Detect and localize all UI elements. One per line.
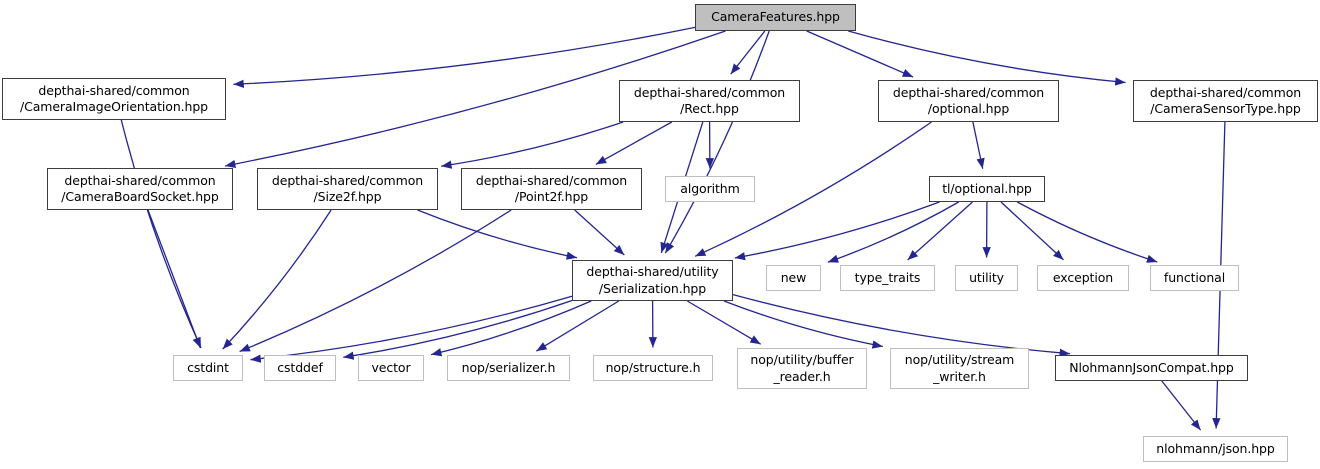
graph-node-vector[interactable]: vector — [358, 355, 424, 381]
graph-node-label: vector — [371, 359, 411, 375]
graph-node-rect[interactable]: depthai-shared/common /Rect.hpp — [619, 80, 800, 122]
graph-edge-serialization-to-nopBufferReader — [686, 300, 762, 345]
graph-edge-tlOptional-to-exception — [1000, 201, 1064, 261]
graph-edge-serialization-to-cstddef — [343, 299, 573, 360]
graph-node-nlohmannJsonCompat[interactable]: NlohmannJsonCompat.hpp — [1055, 355, 1248, 381]
graph-edge-serialization-to-nlohmannJsonCompat — [732, 293, 1071, 357]
graph-node-point2f[interactable]: depthai-shared/common /Point2f.hpp — [461, 168, 642, 210]
graph-edge-cameraFeatures-to-cameraImageOrientation — [233, 26, 696, 88]
graph-edge-tlOptional-to-serialization — [734, 201, 940, 261]
graph-node-cameraBoardSocket[interactable]: depthai-shared/common /CameraBoardSocket… — [47, 168, 233, 210]
graph-edge-cameraFeatures-to-cameraSensorType — [848, 30, 1126, 86]
graph-node-cstddef[interactable]: cstddef — [264, 355, 336, 381]
graph-node-label: depthai-shared/common /CameraSensorType.… — [1149, 84, 1302, 117]
graph-node-label: CameraFeatures.hpp — [711, 9, 840, 25]
graph-edge-size2f-to-serialization — [417, 209, 578, 260]
graph-node-serialization[interactable]: depthai-shared/utility /Serialization.hp… — [572, 260, 733, 301]
graph-node-algorithm[interactable]: algorithm — [665, 176, 755, 202]
graph-edge-optional-to-tlOptional — [972, 121, 985, 169]
graph-edge-rect-to-size2f — [441, 121, 624, 169]
graph-node-functional[interactable]: functional — [1150, 265, 1239, 291]
graph-node-label: nop/utility/buffer _reader.h — [750, 352, 854, 384]
graph-node-label: type_traits — [854, 269, 921, 285]
graph-edge-point2f-to-cstdint — [239, 209, 512, 353]
graph-edge-cameraFeatures-to-optional — [806, 30, 914, 78]
graph-node-label: new — [780, 269, 807, 285]
graph-node-exception[interactable]: exception — [1037, 265, 1129, 291]
graph-node-cameraFeatures[interactable]: CameraFeatures.hpp — [695, 4, 856, 31]
graph-edge-cameraFeatures-to-rect — [730, 30, 766, 75]
graph-node-label: depthai-shared/common /Point2f.hpp — [475, 172, 628, 205]
graph-node-label: depthai-shared/utility /Serialization.hp… — [586, 264, 719, 296]
graph-node-cameraImageOrientation[interactable]: depthai-shared/common /CameraImageOrient… — [2, 78, 226, 120]
graph-node-cstdint[interactable]: cstdint — [173, 355, 243, 381]
graph-node-utility[interactable]: utility — [955, 265, 1018, 291]
graph-node-label: functional — [1163, 269, 1226, 285]
graph-node-optional[interactable]: depthai-shared/common /optional.hpp — [878, 80, 1059, 122]
graph-node-label: nlohmann/json.hpp — [1156, 440, 1275, 456]
graph-node-cameraSensorType[interactable]: depthai-shared/common /CameraSensorType.… — [1133, 80, 1318, 122]
graph-node-nopStreamWriter[interactable]: nop/utility/stream _writer.h — [890, 348, 1029, 389]
graph-node-label: exception — [1052, 269, 1114, 285]
graph-node-size2f[interactable]: depthai-shared/common /Size2f.hpp — [257, 168, 438, 210]
graph-node-label: depthai-shared/common /CameraImageOrient… — [19, 82, 209, 115]
graph-node-label: NlohmannJsonCompat.hpp — [1069, 359, 1234, 375]
graph-node-typeTraits[interactable]: type_traits — [840, 265, 935, 291]
graph-edge-tlOptional-to-typeTraits — [907, 201, 973, 261]
graph-edge-point2f-to-serialization — [574, 209, 625, 256]
graph-node-nopSerializer[interactable]: nop/serializer.h — [447, 355, 570, 381]
graph-node-label: depthai-shared/common /optional.hpp — [892, 84, 1045, 117]
graph-node-label: depthai-shared/common /Rect.hpp — [633, 84, 786, 117]
graph-edge-tlOptional-to-new — [827, 201, 960, 263]
graph-node-label: tl/optional.hpp — [942, 180, 1032, 196]
graph-edge-cameraImageOrientation-to-cstdint — [120, 119, 202, 349]
graph-edge-cameraFeatures-to-serialization — [664, 30, 770, 254]
graph-node-nlohmannJson[interactable]: nlohmann/json.hpp — [1143, 436, 1288, 462]
graph-edge-serialization-to-nopSerializer — [535, 300, 620, 352]
graph-edge-tlOptional-to-functional — [1016, 201, 1158, 263]
graph-node-label: nop/serializer.h — [461, 359, 556, 375]
graph-edge-nlohmannJsonCompat-to-nlohmannJson — [1161, 380, 1202, 431]
graph-edge-cameraBoardSocket-to-cstdint — [147, 209, 202, 349]
graph-edge-size2f-to-cstdint — [222, 209, 332, 350]
graph-node-label: utility — [969, 269, 1004, 285]
graph-node-label: algorithm — [680, 180, 740, 196]
graph-node-tlOptional[interactable]: tl/optional.hpp — [929, 176, 1045, 202]
graph-node-new[interactable]: new — [766, 265, 821, 291]
graph-node-label: nop/structure.h — [605, 359, 701, 375]
graph-edge-serialization-to-vector — [430, 300, 592, 357]
graph-node-nopStructure[interactable]: nop/structure.h — [593, 355, 713, 381]
graph-edge-serialization-to-nopStreamWriter — [723, 300, 883, 349]
graph-node-label: cstdint — [187, 359, 229, 375]
graph-node-label: nop/utility/stream _writer.h — [904, 352, 1015, 384]
graph-node-label: cstddef — [277, 359, 323, 375]
graph-edge-serialization-to-cstdint — [250, 295, 573, 363]
graph-node-label: depthai-shared/common /Size2f.hpp — [271, 172, 424, 205]
graph-node-label: depthai-shared/common /CameraBoardSocket… — [61, 172, 219, 205]
graph-edge-rect-to-point2f — [595, 121, 673, 165]
graph-node-nopBufferReader[interactable]: nop/utility/buffer _reader.h — [737, 348, 867, 389]
